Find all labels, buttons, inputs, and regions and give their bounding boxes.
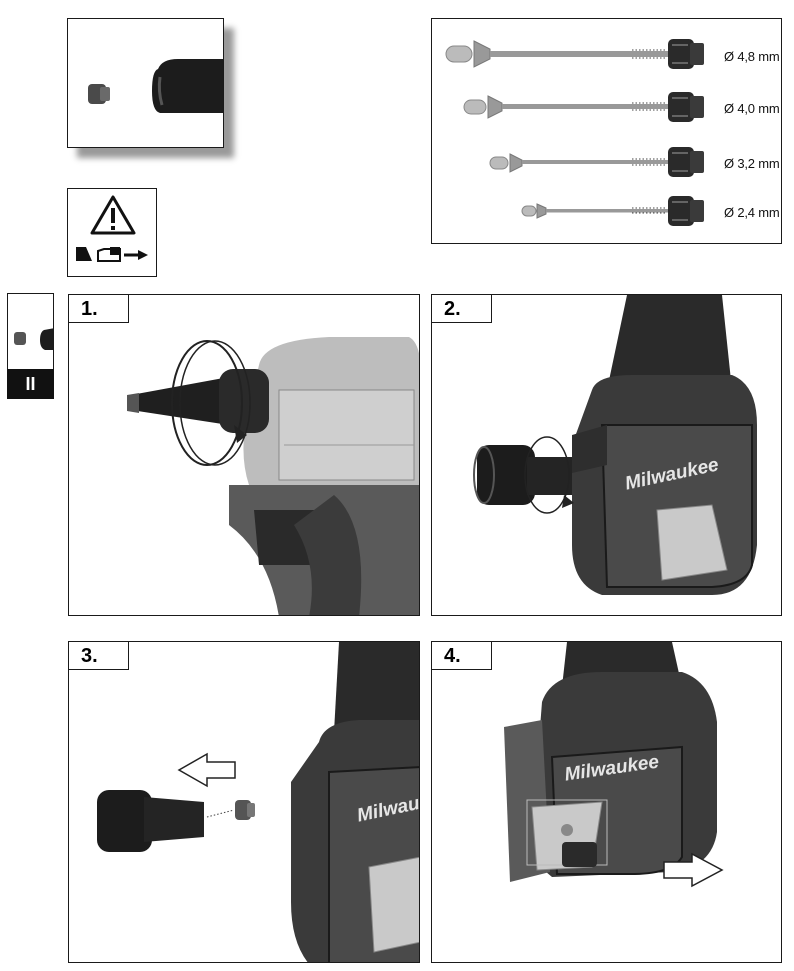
rivet-icon [445,40,668,68]
nosepiece-icon [14,332,26,345]
nosepiece-icon [235,800,255,820]
remove-battery-icon [76,247,148,262]
step-4-panel: 4. Milwaukee [431,641,782,963]
nosepiece-icon [88,84,110,104]
nosepiece-icon [668,39,704,69]
rivet-tool-body-illustration [504,642,717,882]
step-3-panel: 3. Milwaukee [68,641,420,963]
rotate-arrow-icon [171,340,251,466]
rotate-arrow-icon [524,436,574,514]
section-number-tab: II [7,369,54,399]
nose-tube-icon [473,445,572,505]
rivet-size-label: Ø 3,2 mm [724,156,780,171]
step-number: 1. [69,295,129,323]
nose-tube-icon [152,59,223,113]
nosepiece-illustration [67,18,224,148]
nosepiece-icon [668,196,704,226]
step-number: 2. [432,295,492,323]
nose-tube-icon [97,790,204,852]
warning-triangle-icon [90,195,136,235]
rivet-icon [489,153,668,173]
step-1-panel: 1. [68,294,420,616]
arrow-left-icon [177,752,236,788]
rivet-tool-body-illustration [572,295,757,595]
rivet-icon [521,203,668,219]
rivet-tool-body-illustration [291,642,419,962]
nosepiece-icon [668,147,704,177]
rivet-icon [463,95,668,119]
step-number: 4. [432,642,492,670]
rivet-tool-body-illustration [229,337,419,615]
step-2-panel: 2. Milwaukee [431,294,782,616]
rivet-sizes-panel: Ø 4,8 mm Ø 4,0 mm Ø 3,2 mm Ø 2,4 mm [431,18,782,244]
side-tab-thumbnail [7,293,54,370]
step-number: 3. [69,642,129,670]
warning-box [67,188,157,277]
rivet-size-label: Ø 4,8 mm [724,49,780,64]
nosepiece-icon [668,92,704,122]
arrow-right-icon [663,852,724,888]
rivet-size-label: Ø 4,0 mm [724,101,780,116]
nose-tube-icon [40,328,53,350]
rivet-size-label: Ø 2,4 mm [724,205,780,220]
